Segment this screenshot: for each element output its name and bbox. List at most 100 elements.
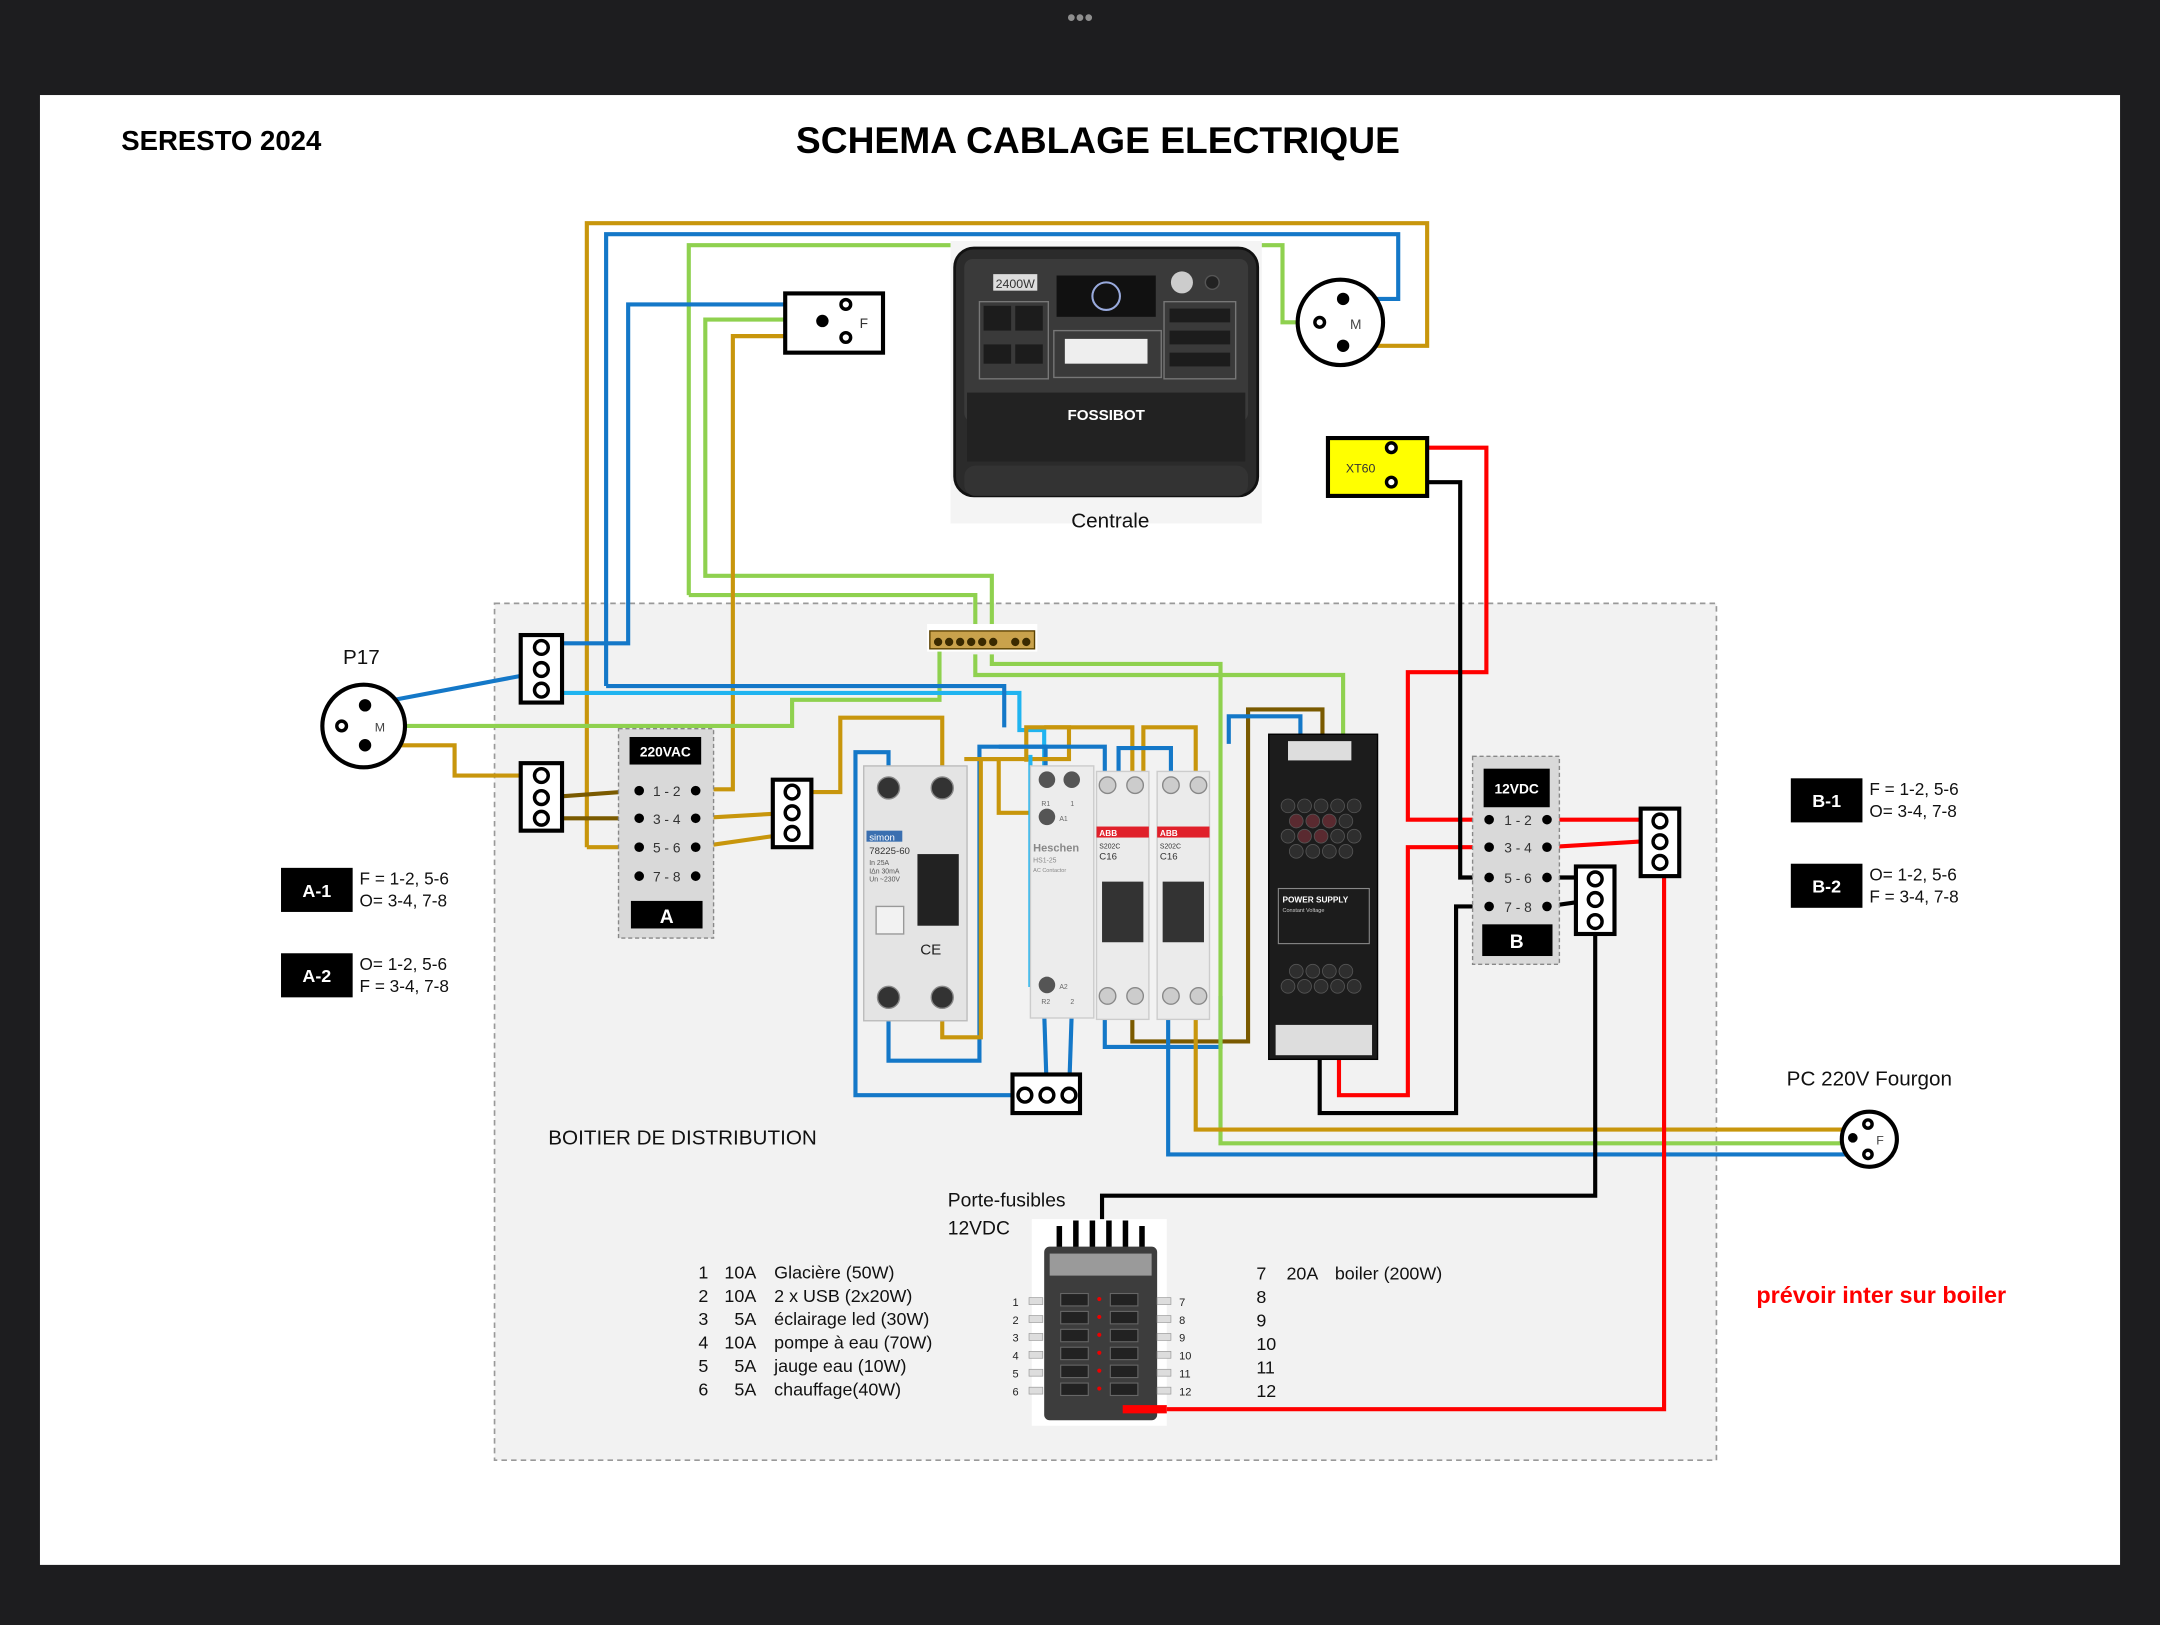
power-rating: 2400W xyxy=(996,277,1036,291)
fuse-number: 1 xyxy=(698,1262,708,1282)
power-station[interactable]: 2400W FOSSIBOT Centrale xyxy=(950,241,1262,533)
legend-switch-b: B-1F = 1-2, 5-6O= 3-4, 7-8B-2O= 1-2, 5-6… xyxy=(1790,778,1959,908)
svg-text:In 25A: In 25A xyxy=(869,860,889,867)
switch-b[interactable]: 12VDC 1 - 2 3 - 4 5 - 6 7 - 8 B xyxy=(1471,755,1561,965)
svg-text:7 - 8: 7 - 8 xyxy=(653,870,681,885)
wire-earth-f-socket xyxy=(703,317,994,634)
wire-neutral-f-socket xyxy=(541,302,846,646)
breaker-2-toggle[interactable] xyxy=(1162,881,1204,943)
centrale-label: Centrale xyxy=(1071,510,1149,533)
switch-a-name: A xyxy=(660,907,674,928)
wire-phase-fourgon xyxy=(1193,995,1853,1132)
fuse-slot-number: 4 xyxy=(1013,1351,1019,1363)
fuse-number: 2 xyxy=(698,1286,708,1306)
rcd-test-button[interactable] xyxy=(875,905,905,935)
wire-phase-top-loop xyxy=(584,221,1430,848)
terminal-block-3 xyxy=(770,777,814,850)
svg-text:5 - 6: 5 - 6 xyxy=(653,841,681,856)
boiler-note: prévoir inter sur boiler xyxy=(1756,1282,2006,1308)
fuse-number: 6 xyxy=(698,1379,708,1399)
rcd-breaker[interactable]: simon 78225-60 In 25A IΔn 30mA Un ~230V … xyxy=(863,765,968,1022)
fuse-slot-number: 6 xyxy=(1013,1386,1019,1398)
switch-b-header: 12VDC xyxy=(1494,781,1538,796)
fuse-number: 5 xyxy=(698,1356,708,1376)
fuse-slot-terminal xyxy=(1156,1386,1172,1395)
fuse-load: éclairage led (30W) xyxy=(774,1309,929,1329)
fuse-slot-terminal xyxy=(1156,1368,1172,1377)
fuse-holder-label-2: 12VDC xyxy=(948,1218,1010,1239)
fuse-slot-number: 10 xyxy=(1179,1351,1191,1363)
svg-text:5 - 6: 5 - 6 xyxy=(1504,871,1532,886)
legend-switch-a: A-1F = 1-2, 5-6O= 3-4, 7-8A-2O= 1-2, 5-6… xyxy=(281,867,449,998)
terminal-block-6 xyxy=(1573,864,1617,937)
terminal-block-4 xyxy=(1010,1072,1083,1116)
wire-neutral-psu-in xyxy=(1226,714,1303,744)
wire-earth-p17 xyxy=(341,647,942,729)
fuse-slot-terminal xyxy=(1156,1297,1172,1305)
wire-earth-fourgon xyxy=(989,654,1846,1146)
fuse-amps: 10A xyxy=(724,1262,756,1282)
terminal-block-1 xyxy=(518,632,565,705)
wire-earth-top-loop xyxy=(686,243,1319,596)
wire-neutral-rcd-in xyxy=(853,750,1017,1098)
fuse-number: 3 xyxy=(698,1309,708,1329)
power-button[interactable] xyxy=(1204,274,1220,290)
svg-text:simon: simon xyxy=(869,832,895,843)
p17-label: P17 xyxy=(343,646,380,669)
svg-text:M: M xyxy=(375,720,385,734)
legend-line-1: F = 1-2, 5-6 xyxy=(1869,779,1958,799)
fourgon-socket: PC 220V Fourgon F xyxy=(1787,1068,1952,1169)
power-supply: POWER SUPPLY Constant Voltage xyxy=(1268,733,1379,1061)
socket-f-top: F xyxy=(783,291,886,355)
fuse-list-item: 10 xyxy=(1256,1334,1276,1354)
svg-text:HS1-25: HS1-25 xyxy=(1033,857,1056,864)
power-knob[interactable] xyxy=(1170,271,1193,294)
rcd-toggle[interactable] xyxy=(917,854,959,926)
fuse-slot-terminal xyxy=(1028,1351,1044,1359)
fuse-slot-terminal xyxy=(1028,1333,1044,1341)
wire-neutral-breaker2 xyxy=(1116,745,1173,783)
contactor[interactable]: R1 1 A1 Heschen HS1-25 AC Contactor A2 R… xyxy=(1029,765,1095,1019)
legend-tag-box xyxy=(281,867,353,912)
switch-a[interactable]: 220VAC 1 - 2 3 - 4 5 - 6 7 - 8 A xyxy=(617,728,715,939)
wire-neutral-breaker1 xyxy=(998,744,1107,783)
fuse-slot-terminal xyxy=(1028,1386,1044,1395)
wire-dc-positive-fuse xyxy=(1164,860,1667,1412)
fuse-load: boiler (200W) xyxy=(1335,1264,1442,1284)
fuse-slot-number: 2 xyxy=(1013,1315,1019,1327)
wire-earth-psu xyxy=(973,654,1346,744)
svg-text:R1: R1 xyxy=(1041,801,1050,808)
fuse-slot-number: 9 xyxy=(1179,1333,1185,1345)
breaker-1-toggle[interactable] xyxy=(1102,881,1144,943)
window-menu-dots[interactable]: ••• xyxy=(1067,5,1093,32)
svg-text:C16: C16 xyxy=(1160,852,1178,863)
xt60-connector: XT60 xyxy=(1325,435,1430,498)
switch-b-name: B xyxy=(1510,932,1524,953)
svg-text:7 - 8: 7 - 8 xyxy=(1504,900,1532,915)
svg-text:1 - 2: 1 - 2 xyxy=(653,784,681,799)
earth-bar xyxy=(927,624,1038,652)
wire-neutral-top-loop xyxy=(604,232,1401,687)
fuse-slot-number: 1 xyxy=(1013,1297,1019,1309)
fuse-load: 2 x USB (2x20W) xyxy=(774,1286,912,1306)
legend-line-2: F = 3-4, 7-8 xyxy=(360,976,449,996)
wire-dc-negative-psu xyxy=(1317,904,1490,1116)
legend-tag-box xyxy=(1790,778,1863,823)
svg-text:S202C: S202C xyxy=(1099,844,1120,851)
svg-text:2: 2 xyxy=(1070,999,1074,1006)
svg-text:POWER SUPPLY: POWER SUPPLY xyxy=(1283,895,1349,904)
breaker-2[interactable]: ABB S202C C16 xyxy=(1156,770,1211,1021)
svg-text:A1: A1 xyxy=(1059,816,1068,823)
svg-text:AC Contactor: AC Contactor xyxy=(1033,868,1066,874)
fuse-slot-terminal xyxy=(1028,1297,1044,1305)
breaker-1[interactable]: ABB S202C C16 xyxy=(1095,770,1150,1021)
fuse-list-item: 8 xyxy=(1256,1287,1266,1307)
fuse-load: chauffage(40W) xyxy=(774,1379,901,1399)
